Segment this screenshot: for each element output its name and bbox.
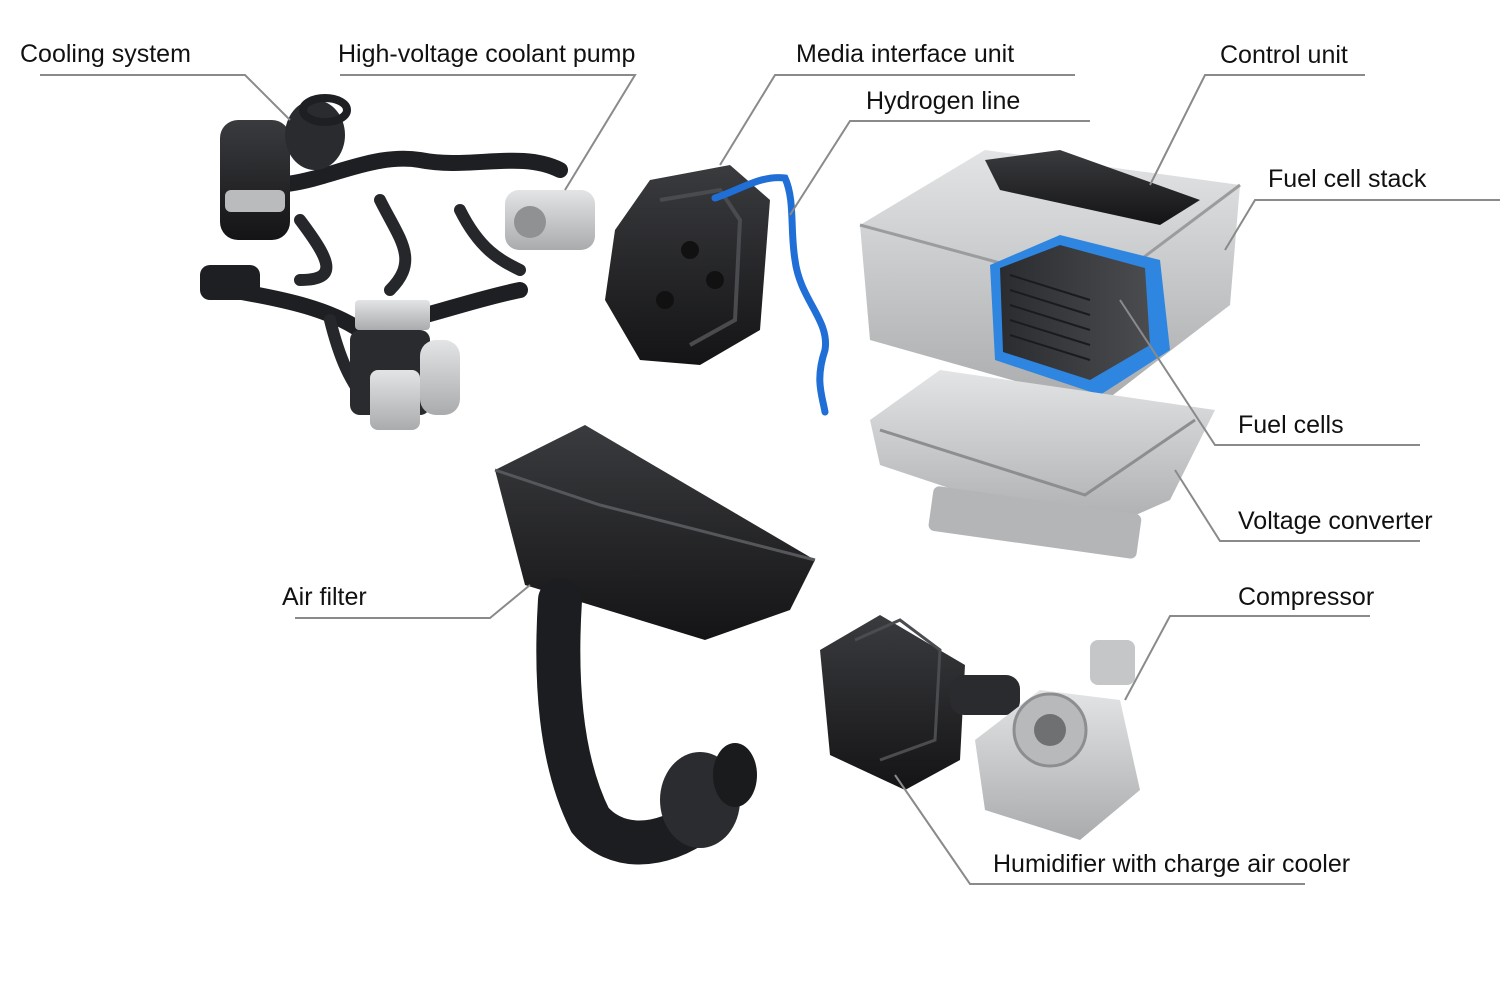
label-humidifier: Humidifier with charge air cooler [993, 850, 1351, 878]
label-hydrogen-line: Hydrogen line [866, 87, 1021, 115]
leader-hv-coolant-pump [340, 74, 637, 191]
air-filter-illustration [494, 425, 816, 865]
leader-hydrogen-line [789, 120, 1090, 216]
label-compressor: Compressor [1238, 583, 1375, 611]
media-interface-unit-illustration [605, 165, 770, 365]
hydrogen-line-illustration [711, 174, 830, 416]
label-control-unit: Control unit [1220, 41, 1348, 69]
humidifier-compressor-illustration [820, 615, 1140, 840]
label-voltage-converter: Voltage converter [1238, 507, 1433, 535]
leader-fuel-cell-stack [1224, 199, 1500, 251]
leader-air-filter [295, 584, 531, 619]
label-media-interface-unit: Media interface unit [796, 40, 1015, 68]
voltage-converter-illustration [870, 370, 1215, 559]
leader-control-unit [1149, 74, 1365, 186]
label-fuel-cells: Fuel cells [1238, 411, 1344, 439]
leader-cooling-system [40, 74, 291, 121]
label-hv-coolant-pump: High-voltage coolant pump [338, 40, 636, 68]
label-air-filter: Air filter [282, 583, 367, 611]
leader-fuel-cells [1119, 299, 1420, 446]
leader-lines [40, 74, 1500, 885]
label-cooling-system: Cooling system [20, 40, 191, 68]
cooling-system-illustration [200, 94, 595, 430]
leader-compressor [1124, 615, 1370, 701]
leader-voltage-converter [1174, 469, 1420, 542]
label-fuel-cell-stack: Fuel cell stack [1268, 165, 1427, 193]
leader-humidifier [894, 774, 1305, 885]
fuel-cell-stack-illustration [859, 150, 1241, 405]
leader-media-interface-unit [719, 74, 1075, 166]
